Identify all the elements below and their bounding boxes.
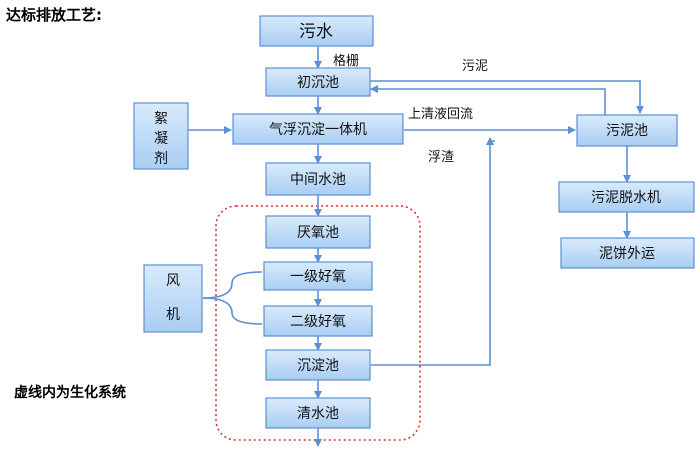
box-anaerobic-tank-label: 厌氧池 — [297, 225, 339, 241]
box-primary-tank: 初沉池 — [265, 67, 371, 97]
scum-label: 浮渣 — [428, 150, 454, 165]
connectors — [188, 46, 644, 447]
blower-line-upper — [202, 271, 263, 299]
box-aerobic-1: 一级好氧 — [263, 261, 373, 291]
box-sewage: 污水 — [259, 15, 374, 47]
box-dewatering-label: 污泥脱水机 — [591, 190, 661, 206]
box-settling-tank-label: 沉淀池 — [297, 358, 339, 374]
arrow-primary-to-sludge — [370, 80, 644, 114]
box-aerobic-1-label: 一级好氧 — [290, 269, 346, 285]
box-flocculant-char-3: 剂 — [154, 151, 168, 167]
box-anaerobic-tank: 厌氧池 — [265, 215, 371, 249]
box-blower-char-2: 机 — [166, 307, 180, 323]
box-flotation-unit: 气浮沉淀一体机 — [232, 113, 404, 145]
box-intermediate-tank: 中间水池 — [265, 162, 371, 196]
box-aerobic-2: 二级好氧 — [263, 305, 373, 337]
blower-line-lower — [202, 297, 263, 325]
box-settling-tank: 沉淀池 — [265, 349, 371, 381]
settling-to-sludge-line — [371, 140, 495, 366]
box-clear-tank: 清水池 — [265, 397, 371, 429]
box-flocculant-char-2: 凝 — [154, 131, 168, 147]
box-dewatering: 污泥脱水机 — [558, 181, 695, 213]
box-sludge-tank: 污泥池 — [576, 114, 678, 147]
arrow-supernatant-return — [370, 85, 606, 115]
supernatant-label: 上清液回流 — [408, 107, 473, 122]
box-cake-out-label: 泥饼外运 — [599, 246, 655, 262]
box-clear-tank-label: 清水池 — [297, 406, 339, 422]
box-blower-char-1: 风 — [166, 273, 180, 289]
box-cake-out: 泥饼外运 — [560, 237, 695, 269]
box-blower: 风 机 — [143, 264, 203, 333]
box-flocculant: 絮 凝 剂 — [133, 102, 189, 170]
biochemical-note: 虚线内为生化系统 — [14, 384, 126, 401]
box-primary-tank-label: 初沉池 — [297, 74, 339, 91]
grid-label: 格栅 — [333, 53, 359, 69]
sludge-label: 污泥 — [462, 59, 488, 74]
box-sewage-label: 污水 — [299, 22, 333, 42]
box-aerobic-2-label: 二级好氧 — [290, 314, 346, 330]
diagram-title: 达标排放工艺: — [6, 6, 102, 24]
box-flocculant-char-1: 絮 — [154, 110, 168, 127]
box-intermediate-tank-label: 中间水池 — [290, 172, 346, 188]
box-sludge-tank-label: 污泥池 — [606, 123, 648, 139]
box-flotation-unit-label: 气浮沉淀一体机 — [269, 122, 367, 138]
